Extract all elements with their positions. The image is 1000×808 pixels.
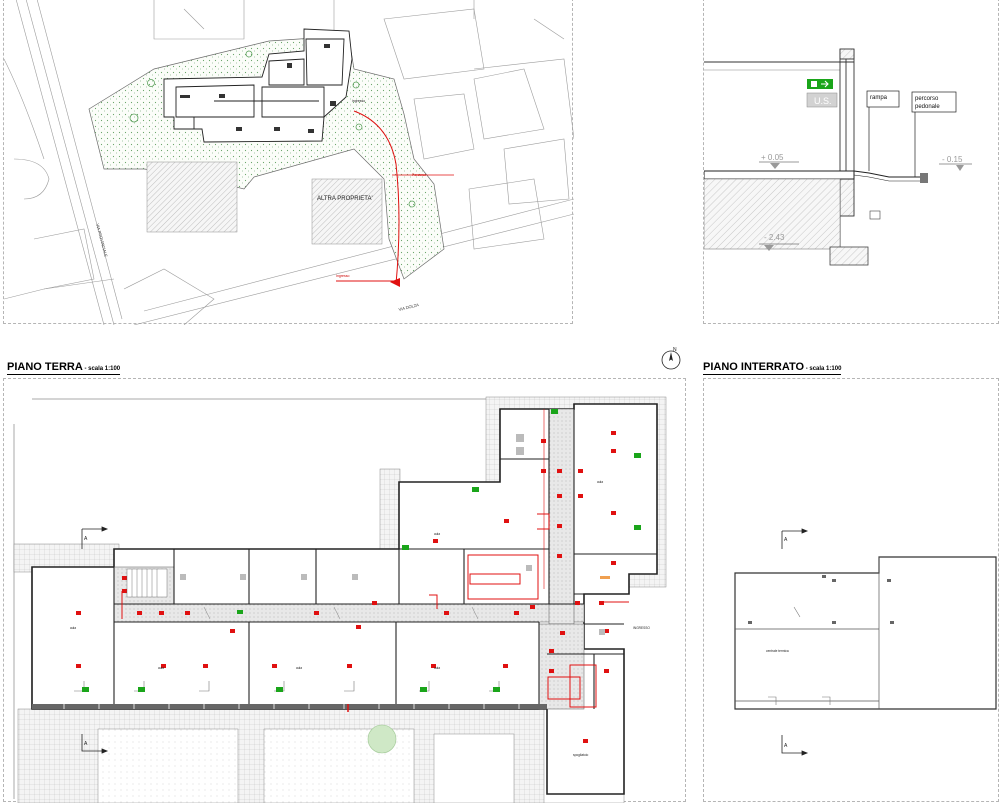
wall-section [839, 48, 855, 247]
building-outline [31, 403, 658, 795]
svg-text:aula: aula [597, 480, 603, 484]
percorso-box [911, 91, 957, 113]
site-notes: Percorso Ingresso ingresso [336, 99, 426, 278]
section-a-label-b-top: A [784, 537, 788, 543]
street-name-bottom: VIA DOLZA [398, 302, 420, 312]
section-a-label-bottom: A [84, 741, 88, 747]
orange-marker [600, 576, 610, 579]
ground-slab [703, 170, 855, 180]
altra-proprieta-label: ALTRA PROPRIETA' [317, 196, 373, 202]
lawn-areas [97, 728, 515, 804]
site-plan: ALTRA PROPRIETA' Per [3, 0, 575, 326]
level-marker-basement: - 2.43 [759, 233, 799, 251]
footing-small [869, 210, 881, 220]
basement-frame: centrale termica A A [703, 378, 999, 802]
north-arrow-icon: N [661, 347, 681, 370]
access-route [336, 110, 454, 285]
basement-room-label: centrale termica [766, 649, 789, 653]
entrance-arrow [390, 278, 400, 287]
window-strip [32, 704, 547, 709]
section-detail-frame: rampa percorso pedonale U.S. + 0.05 - 0.… [703, 0, 999, 324]
basement-safety-symbols [748, 575, 894, 624]
room-labels: aula aula aula aula aula aula spogliatoio IN… [70, 480, 650, 757]
svg-text:aula: aula [434, 666, 440, 670]
basement-title-text: PIANO INTERRATO [703, 361, 805, 373]
ground-floor-plan: aula aula aula aula aula aula spogliatoio IN… [13, 396, 667, 804]
basement-plan: centrale termica A A [734, 528, 997, 756]
section-a-label-b-bottom: A [784, 743, 788, 749]
basement-wall-hatch [703, 178, 841, 250]
school-building-footprint [163, 28, 353, 143]
basement-doors [768, 606, 831, 705]
basement-scale: - scala 1:100 [804, 366, 842, 372]
ground-floor-title-text: PIANO TERRA [7, 361, 83, 373]
basement-outline [734, 556, 997, 710]
section-a-marker-b-bottom [781, 735, 809, 756]
section-a-marker-bottom [81, 734, 109, 754]
stair-block [126, 568, 168, 598]
percorso-label-2: pedonale [915, 104, 940, 110]
basement-title: PIANO INTERRATO - scala 1:100 [703, 361, 842, 375]
basement-inner [735, 557, 880, 709]
site-plan-frame: ALTRA PROPRIETA' Per [3, 0, 575, 326]
svg-text:Percorso: Percorso [412, 173, 426, 177]
exit-arrow-icon [821, 80, 829, 88]
street-name-left: VIA PROVINCIALE [95, 223, 109, 258]
ground-floor-scale: - scala 1:100 [82, 366, 121, 372]
window-mullions [63, 704, 520, 709]
exit-sign-box [806, 92, 838, 108]
exit-sign-icon [807, 79, 833, 89]
svg-text:ingresso: ingresso [352, 99, 365, 103]
path-edge [920, 173, 928, 183]
ground-floor-frame: aula aula aula aula aula aula spogliatoio IN… [3, 378, 686, 804]
level-marker-plus: + 0.05 [759, 153, 799, 169]
svg-text:spogliatoio: spogliatoio [573, 753, 588, 757]
svg-text:- 0.15: - 0.15 [942, 155, 963, 164]
svg-text:INGRESSO: INGRESSO [633, 626, 650, 630]
interior-walls [31, 404, 657, 709]
percorso-label-1: percorso [915, 96, 939, 102]
svg-text:+ 0.05: + 0.05 [761, 153, 784, 162]
neighbor-lot-center [311, 178, 383, 245]
svg-text:Ingresso: Ingresso [336, 274, 349, 278]
svg-text:aula: aula [434, 532, 440, 536]
exit-sign-markers [82, 409, 641, 692]
building-dark-details [180, 44, 336, 133]
safety-red-outlines [121, 409, 629, 712]
exit-sign-label: U.S. [814, 96, 832, 106]
foundation [829, 246, 869, 266]
rampa-box [866, 90, 900, 108]
sanitary-fixtures [180, 434, 605, 635]
tree-canopy [367, 724, 397, 754]
rampa-label: rampa [870, 95, 888, 101]
street-network [3, 0, 575, 326]
neighbor-lot-left [146, 161, 238, 233]
svg-text:aula: aula [296, 666, 302, 670]
svg-text:- 2.43: - 2.43 [764, 233, 785, 242]
level-marker-minus: - 0.15 [939, 155, 972, 171]
north-label: N [673, 347, 677, 353]
section-a-label-top: A [84, 536, 88, 542]
section-a-marker-top [81, 526, 109, 549]
section-a-marker-b-top [781, 528, 809, 549]
ground-floor-title: PIANO TERRA - scala 1:100 [7, 361, 121, 375]
safety-equipment-symbols [76, 431, 616, 743]
trees [129, 50, 416, 208]
section-detail: rampa percorso pedonale U.S. + 0.05 - 0.… [703, 48, 972, 266]
exit-sign-door-icon [811, 81, 817, 87]
svg-text:aula: aula [158, 666, 164, 670]
svg-text:aula: aula [70, 626, 76, 630]
